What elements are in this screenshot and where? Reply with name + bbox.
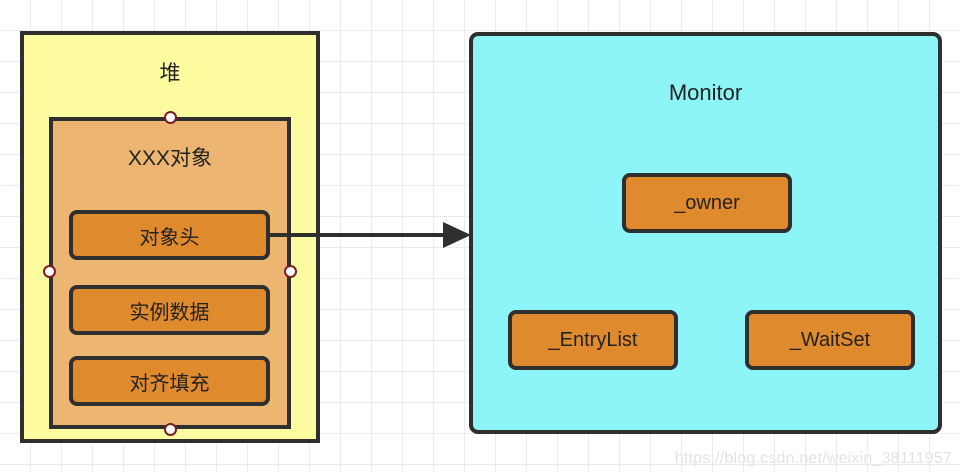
monitor-title: Monitor: [668, 80, 743, 105]
monitor-container[interactable]: Monitor: [469, 32, 942, 434]
object-field-header[interactable]: 对象头: [69, 210, 270, 260]
object-right-handle[interactable]: [284, 265, 297, 278]
monitor-field-entrylist[interactable]: _EntryList: [508, 310, 678, 370]
watermark: https://blog.csdn.net/weixin_38111957: [674, 450, 952, 467]
object-field-instance-data[interactable]: 实例数据: [69, 285, 270, 335]
heap-title: 堆: [159, 62, 181, 85]
object-title: XXX对象: [127, 147, 213, 170]
object-bottom-handle[interactable]: [164, 423, 177, 436]
heap-top-handle[interactable]: [164, 111, 177, 124]
object-field-alignment-padding[interactable]: 对齐填充: [69, 356, 270, 406]
object-left-handle[interactable]: [43, 265, 56, 278]
monitor-field-waitset[interactable]: _WaitSet: [745, 310, 915, 370]
monitor-field-owner[interactable]: _owner: [622, 173, 792, 233]
connector-arrowhead: [443, 222, 471, 248]
